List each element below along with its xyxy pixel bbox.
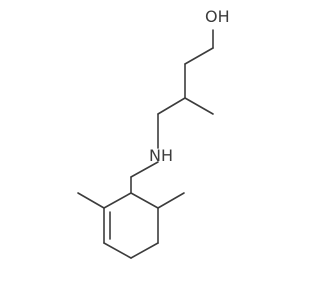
bond-ring-c1-c2 — [103, 192, 132, 209]
bond-ring-c4-c5 — [130, 242, 159, 259]
molecule-structure: OH NH — [77, 7, 230, 259]
bond-c1-c2 — [184, 47, 214, 65]
bond-ring-c6-c1 — [130, 192, 159, 209]
bond-ring-c3-c4 — [103, 242, 132, 259]
nh-label: NH — [149, 146, 173, 165]
bond-n-ch2 — [130, 161, 159, 178]
oh-label: OH — [205, 7, 230, 26]
bond-ring-methyl-left — [77, 192, 105, 209]
bond-ring-methyl-right — [157, 192, 185, 209]
molecule-canvas: OH NH — [77, 7, 230, 259]
bond-c3-c4 — [157, 97, 186, 115]
bond-c3-methyl — [184, 97, 214, 115]
